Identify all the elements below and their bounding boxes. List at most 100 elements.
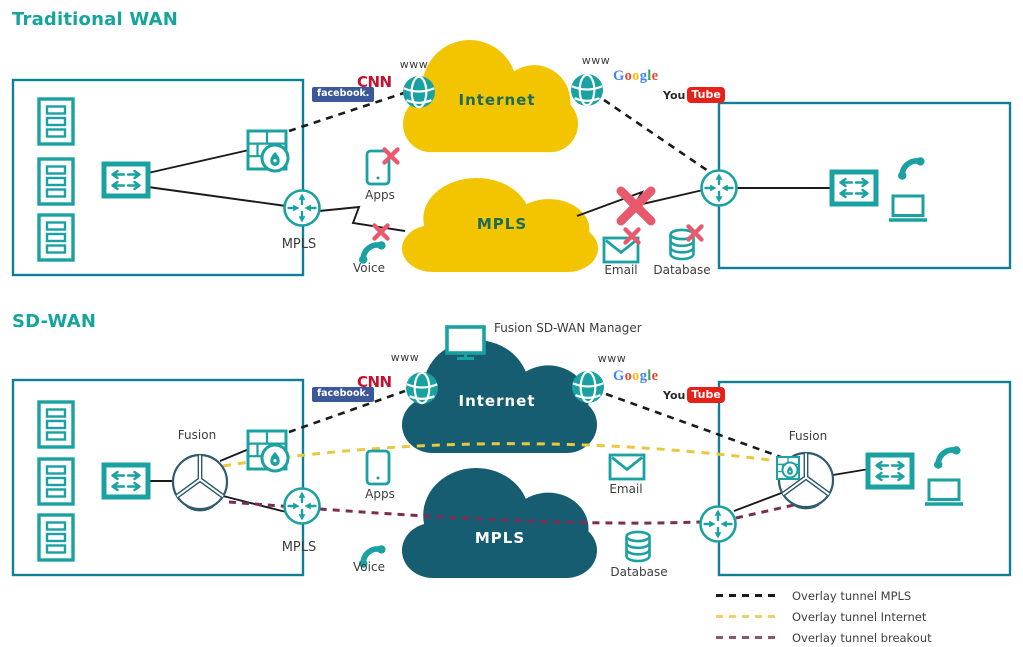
internet-cloud-label: Internet bbox=[458, 392, 536, 410]
firewall-icon bbox=[248, 431, 288, 471]
laptop-icon bbox=[887, 194, 929, 222]
legend: Overlay tunnel MPLS Overlay tunnel Intern… bbox=[716, 585, 932, 647]
www-label: www bbox=[390, 351, 420, 364]
google-logo: Google bbox=[613, 368, 658, 385]
fusion-label: Fusion bbox=[788, 429, 828, 443]
www-globe-icon bbox=[569, 72, 605, 108]
link-fusion-router-sdwan bbox=[222, 495, 287, 513]
youtube-logo: You Tube bbox=[663, 87, 725, 103]
google-letter: g bbox=[639, 368, 648, 384]
link-router-fusion-sdwan-right bbox=[733, 491, 785, 512]
firewall-icon bbox=[248, 131, 288, 171]
email-label: Email bbox=[604, 263, 638, 277]
firewall-badge-icon bbox=[777, 457, 799, 479]
site-box-sdwan-right bbox=[717, 380, 1012, 577]
switch-icon bbox=[104, 465, 148, 497]
legend-dash-swatch bbox=[716, 594, 780, 597]
google-letter: o bbox=[632, 368, 640, 384]
email-icon bbox=[602, 236, 640, 264]
database-icon bbox=[625, 530, 651, 563]
internet-cloud-label: Internet bbox=[458, 91, 536, 109]
legend-label: Overlay tunnel Internet bbox=[792, 609, 927, 624]
apps-label: Apps bbox=[365, 487, 395, 501]
broken-link-x-icon bbox=[616, 186, 656, 226]
google-letter: o bbox=[632, 68, 640, 84]
laptop-icon bbox=[923, 478, 965, 506]
apps-icon bbox=[365, 149, 391, 186]
database-label: Database bbox=[610, 565, 668, 579]
youtube-tube-badge: Tube bbox=[687, 387, 725, 403]
google-letter: G bbox=[613, 368, 625, 384]
youtube-you-text: You bbox=[663, 88, 686, 102]
mpls-cloud-label: MPLS bbox=[476, 215, 528, 233]
legend-item: Overlay tunnel MPLS bbox=[716, 585, 932, 606]
overlay-tunnel-mpls-right bbox=[605, 392, 790, 462]
mpls-router-label: MPLS bbox=[281, 237, 317, 252]
google-letter: G bbox=[613, 68, 625, 84]
voice-label: Voice bbox=[353, 560, 385, 574]
link-router-mplscloud-traditional bbox=[318, 205, 406, 232]
switch-icon bbox=[868, 455, 912, 487]
facebook-logo: facebook. bbox=[312, 87, 375, 102]
mpls-cloud-label: MPLS bbox=[474, 529, 526, 547]
google-letter: e bbox=[651, 68, 659, 84]
www-label: www bbox=[597, 352, 627, 365]
server-icon bbox=[37, 400, 75, 449]
google-letter: g bbox=[639, 68, 648, 84]
youtube-logo: You Tube bbox=[663, 387, 725, 403]
switch-icon bbox=[832, 172, 876, 204]
section-title-sdwan: SD-WAN bbox=[12, 311, 97, 332]
voice-label: Voice bbox=[353, 261, 385, 275]
link-fusion-switch-sdwan-right bbox=[832, 468, 870, 476]
server-icon bbox=[37, 97, 75, 146]
youtube-tube-badge: Tube bbox=[687, 87, 725, 103]
email-label: Email bbox=[609, 482, 643, 496]
link-switch-router-traditional bbox=[147, 186, 287, 207]
legend-label: Overlay tunnel breakout bbox=[792, 630, 932, 645]
youtube-you-text: You bbox=[663, 388, 686, 402]
router-icon bbox=[699, 505, 737, 543]
legend-item: Overlay tunnel Internet bbox=[716, 606, 932, 627]
database-icon bbox=[669, 228, 695, 261]
legend-dash-swatch bbox=[716, 615, 780, 618]
switch-icon bbox=[104, 164, 148, 196]
database-label: Database bbox=[653, 263, 711, 277]
link-switch-firewall-traditional bbox=[147, 149, 250, 174]
mpls-router-icon bbox=[283, 189, 321, 227]
legend-item: Overlay tunnel breakout bbox=[716, 627, 932, 647]
sdwan-manager-monitor-icon bbox=[445, 325, 486, 361]
apps-label: Apps bbox=[365, 188, 395, 202]
overlay-tunnel-breakout-line-right bbox=[735, 503, 795, 520]
google-logo: Google bbox=[613, 68, 658, 85]
server-icon bbox=[37, 157, 75, 206]
google-letter: e bbox=[651, 368, 659, 384]
facebook-logo: facebook. bbox=[312, 387, 375, 402]
google-letter: l bbox=[647, 368, 652, 384]
google-letter: o bbox=[624, 368, 633, 384]
router-icon bbox=[700, 169, 738, 207]
mpls-router-label: MPLS bbox=[281, 540, 317, 555]
overlay-tunnel-internet-line bbox=[222, 442, 779, 468]
sdwan-manager-label: Fusion SD-WAN Manager bbox=[494, 321, 642, 335]
fusion-label: Fusion bbox=[177, 428, 217, 442]
internet-path-right-traditional bbox=[603, 98, 715, 177]
legend-dash-swatch bbox=[716, 636, 780, 639]
email-icon bbox=[608, 453, 646, 481]
apps-icon bbox=[365, 449, 391, 486]
www-globe-icon bbox=[404, 370, 440, 406]
www-globe-icon bbox=[570, 369, 606, 405]
www-label: www bbox=[581, 54, 611, 67]
server-icon bbox=[37, 213, 75, 262]
www-label: www bbox=[399, 58, 429, 71]
mpls-router-icon bbox=[283, 487, 321, 525]
google-letter: o bbox=[624, 68, 633, 84]
google-letter: l bbox=[647, 68, 652, 84]
cnn-logo: CNN bbox=[357, 373, 392, 391]
link-fusion-firewall-sdwan bbox=[219, 448, 250, 462]
server-icon bbox=[37, 513, 75, 562]
cnn-logo: CNN bbox=[357, 73, 392, 91]
www-globe-icon bbox=[401, 74, 437, 110]
overlay-tunnel-breakout-line bbox=[228, 500, 701, 525]
